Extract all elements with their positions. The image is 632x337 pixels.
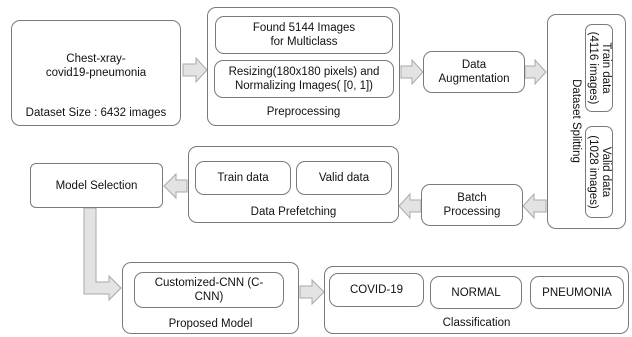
arrow-splitting-to-batch bbox=[522, 192, 547, 220]
dataset-cylinder-label: Chest-xray- covid19-pneumonia bbox=[45, 53, 147, 79]
class-label-pneumonia: PNEUMONIA bbox=[542, 286, 612, 299]
split-train-box bbox=[585, 24, 613, 112]
model-selection-box bbox=[30, 163, 163, 208]
resize-normalize-label: Resizing(180x180 pixels) and Normalizing… bbox=[228, 66, 380, 92]
model-selection-label: Model Selection bbox=[55, 179, 138, 192]
class-box-covid bbox=[329, 273, 424, 307]
prefetch-valid-label: Valid data bbox=[318, 172, 370, 184]
arrow-preprocessing-to-augmentation bbox=[400, 58, 424, 86]
arrow-prefetching-to-model bbox=[163, 172, 188, 200]
resize-normalize-box bbox=[214, 60, 394, 98]
arrow-dataset-to-preprocessing bbox=[182, 56, 208, 84]
split-valid-box bbox=[585, 126, 613, 218]
prefetch-train-box bbox=[195, 161, 291, 195]
prefetch-train-label: Train data bbox=[217, 172, 269, 184]
class-box-normal bbox=[430, 276, 522, 309]
found-images-box bbox=[215, 16, 393, 54]
classification-title: Classification bbox=[442, 317, 511, 329]
class-box-pneumonia bbox=[530, 276, 624, 309]
arrow-batch-to-prefetching bbox=[398, 192, 422, 220]
split-valid-label: Valid data (1028 images) bbox=[587, 135, 612, 209]
preprocessing-title: Preprocessing bbox=[266, 106, 341, 118]
batch-box bbox=[421, 184, 523, 226]
proposed-model-title: Proposed Model bbox=[168, 318, 253, 330]
splitting-title: Dataset Splitting bbox=[570, 79, 582, 163]
prefetch-valid-box bbox=[296, 161, 392, 195]
found-images-label: Found 5144 Images for Multiclass bbox=[252, 22, 356, 48]
arrow-model-to-proposed bbox=[83, 207, 122, 302]
cnn-label: Customized-CNN (C- CNN) bbox=[154, 277, 264, 303]
arrow-proposed-to-classification bbox=[299, 278, 325, 306]
class-label-covid: COVID-19 bbox=[349, 284, 404, 296]
augmentation-label: Data Augmentation bbox=[438, 59, 510, 85]
augmentation-box bbox=[423, 51, 525, 93]
prefetching-title: Data Prefetching bbox=[250, 206, 337, 218]
arrow-augmentation-to-splitting bbox=[524, 58, 547, 86]
batch-label: Batch Processing bbox=[443, 192, 501, 218]
dataset-box bbox=[11, 20, 181, 126]
dataset-size-label: Dataset Size : 6432 images bbox=[25, 107, 167, 119]
cnn-box bbox=[134, 272, 284, 308]
class-label-normal: NORMAL bbox=[451, 286, 501, 299]
split-train-label: Train data (4116 images) bbox=[587, 31, 612, 105]
